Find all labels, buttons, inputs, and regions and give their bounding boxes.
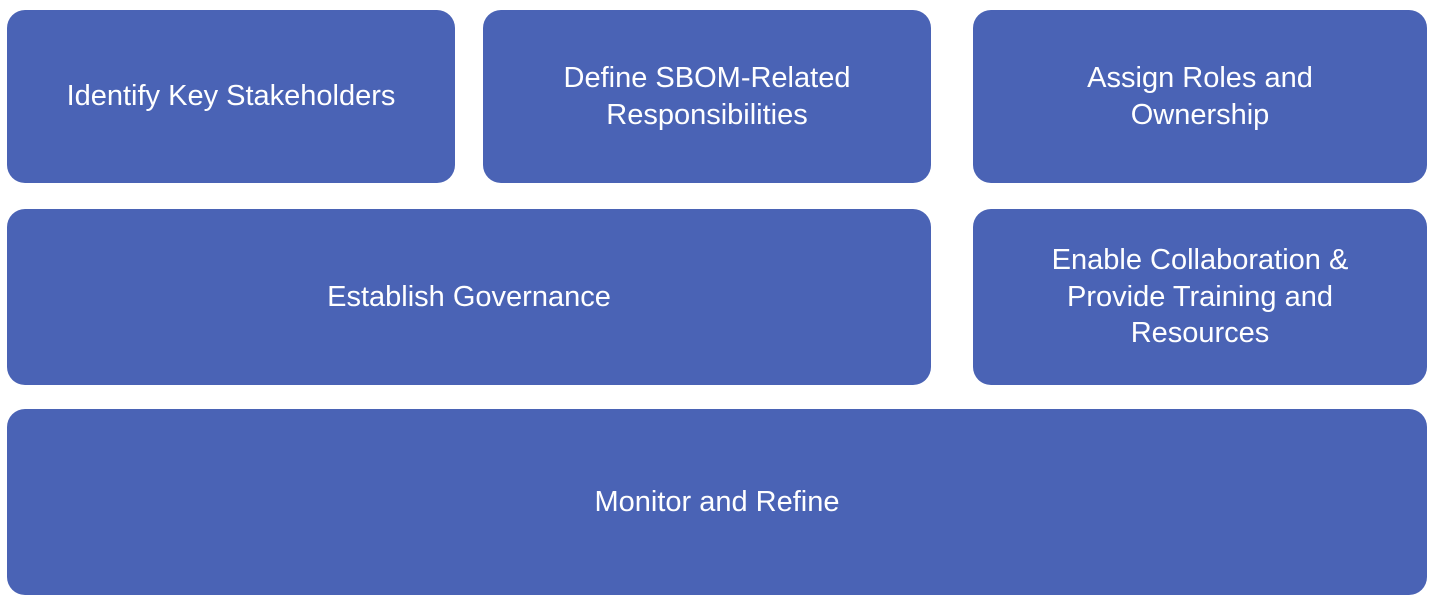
shape-label: Establish Governance xyxy=(327,280,611,313)
shape-label: Identify Key Stakeholders xyxy=(66,80,396,113)
shape-define-sbom-responsibilities: Define SBOM-Related Responsibilities xyxy=(483,10,931,183)
shape-label: Define SBOM-Related Responsibilities xyxy=(563,61,851,131)
shape-identify-key-stakeholders: Identify Key Stakeholders xyxy=(7,10,455,183)
shape-enable-collaboration-training: Enable Collaboration & Provide Training … xyxy=(973,209,1427,385)
shape-label: Enable Collaboration & Provide Training … xyxy=(1051,244,1349,350)
shape-establish-governance: Establish Governance xyxy=(7,209,931,385)
shape-label: Monitor and Refine xyxy=(594,485,840,518)
shape-label: Assign Roles and Ownership xyxy=(1087,61,1313,131)
shape-assign-roles-ownership: Assign Roles and Ownership xyxy=(973,10,1427,183)
shape-monitor-and-refine: Monitor and Refine xyxy=(7,409,1427,595)
